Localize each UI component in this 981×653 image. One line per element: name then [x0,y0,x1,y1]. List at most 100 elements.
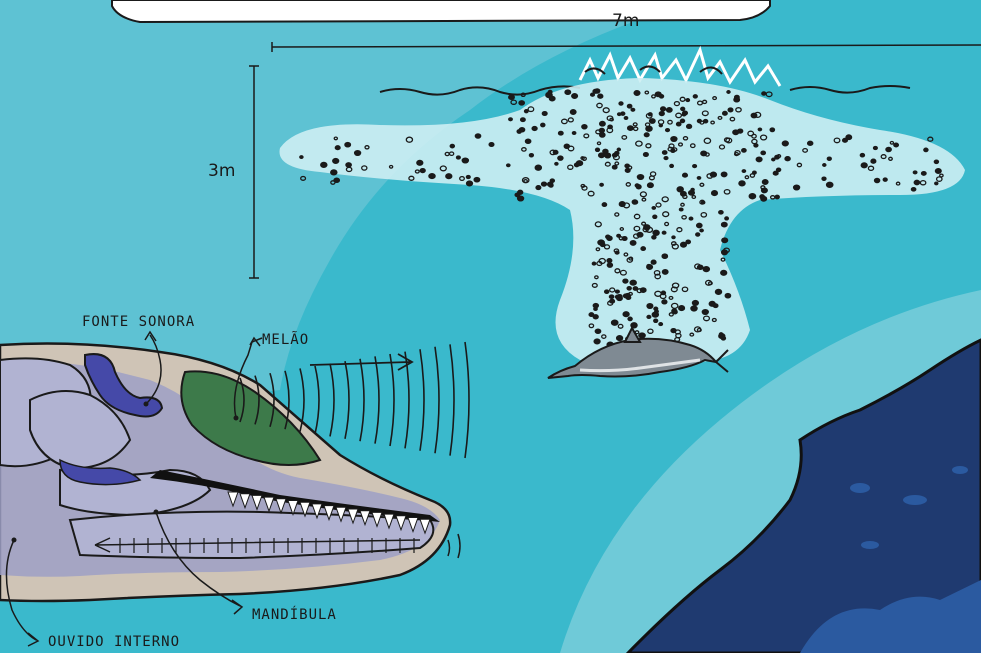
fish-dot [345,143,351,147]
fish-dot [722,250,728,255]
fish-dot [623,279,628,283]
fish-dot [762,92,766,95]
fish-dot [594,339,600,344]
fish-dot [693,165,697,168]
fish-dot [593,89,598,93]
fish-dot [607,263,612,267]
width-label: 7m [612,11,639,31]
fish-dot [655,92,661,97]
fish-dot [709,301,715,306]
fish-dot [722,222,728,226]
fish-dot [677,122,681,126]
fish-dot [617,295,622,299]
fish-dot [725,217,729,220]
fish-dot [739,181,745,186]
fish-dot [630,280,636,285]
fish-dot [559,131,564,135]
fish-dot [600,183,603,186]
fish-dot [617,336,623,341]
fish-dot [775,155,779,159]
fish-dot [742,149,746,152]
fish-dot [689,217,693,220]
fish-dot [606,235,610,238]
fish-dot [615,251,619,254]
fish-dot [735,95,740,99]
label-melon: MELÃO [262,331,309,348]
fish-dot [913,171,917,174]
fish-dot [728,108,733,112]
fish-dot [883,178,887,181]
fish-dot [679,306,685,311]
fish-dot [871,159,876,163]
fish-dot [679,208,683,211]
fish-dot [696,233,700,236]
fish-dot [681,192,687,197]
fish-dot [894,143,899,147]
fish-dot [723,111,728,115]
fish-dot [663,151,667,154]
fish-dot [651,260,656,264]
fish-dot [598,94,603,98]
fish-dot [647,265,653,270]
fish-dot [535,165,541,170]
fish-dot [693,95,697,98]
fish-dot [610,299,615,303]
fish-dot [667,108,673,112]
fish-dot [652,236,656,239]
fish-dot [593,304,598,308]
fish-dot [785,157,790,161]
fish-dot [466,176,470,179]
fish-dot [624,117,627,120]
fish-dot [542,182,547,186]
fish-dot [619,102,623,105]
fish-dot [697,177,700,180]
fish-dot [827,157,831,160]
fish-dot [525,139,530,143]
fish-dot [671,137,677,142]
fish-dot [335,146,340,150]
fish-dot [536,186,541,190]
fish-dot [681,107,685,110]
fish-dot [662,270,668,275]
fish-dot [627,104,631,108]
fish-dot [692,301,698,306]
fish-dot [631,108,635,111]
fish-dot [636,185,641,189]
fish-dot [710,172,716,177]
fish-dot [648,113,652,116]
fish-dot [625,164,629,167]
fish-dot [823,164,826,167]
fish-dot [346,163,351,167]
fish-dot [712,191,718,196]
fish-dot [666,129,670,132]
fish-dot [662,300,667,304]
fish-dot [637,175,643,180]
fish-dot [670,164,674,167]
fish-dot [719,334,725,339]
fish-dot [648,183,654,188]
fish-dot [612,320,618,325]
fish-dot [615,152,619,155]
fish-dot [558,156,563,160]
fish-dot [886,147,891,151]
fish-dot [914,180,919,184]
fish-dot [420,169,425,173]
fish-dot [616,290,620,293]
fish-dot [654,319,658,322]
fish-dot [542,112,547,116]
fish-dot [681,242,687,247]
fish-dot [756,157,762,162]
fish-dot [602,203,606,207]
fish-dot [753,171,757,174]
fish-dot [733,130,739,135]
fish-dot [652,207,655,210]
fish-dot [659,323,663,326]
fish-dot [935,182,938,185]
fish-dot [605,153,611,158]
fish-dot [509,118,513,121]
fish-dot [596,148,600,151]
fish-dot [555,163,558,166]
fish-dot [628,317,632,320]
